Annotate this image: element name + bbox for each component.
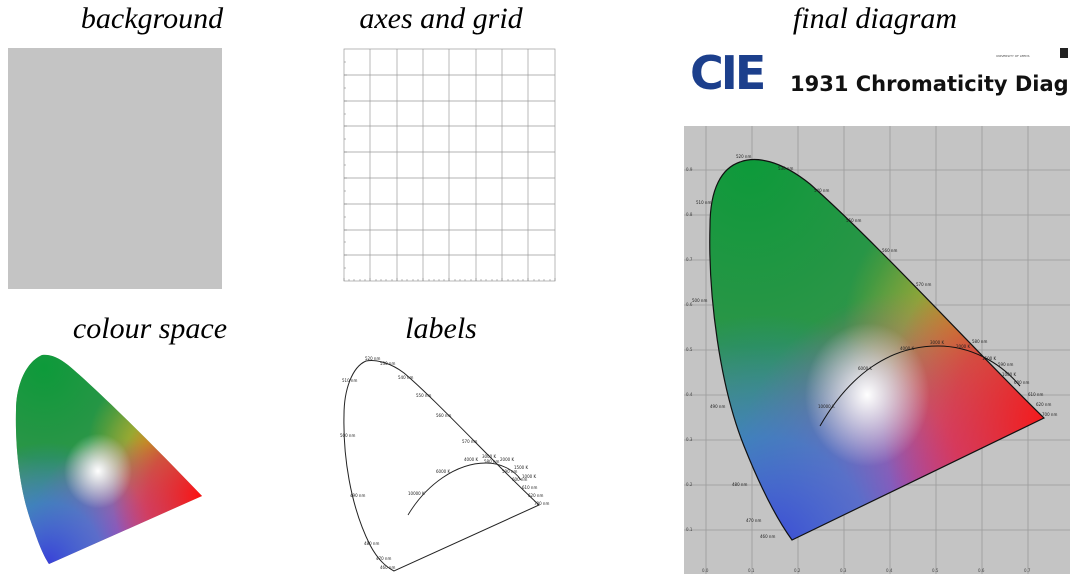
final-wl-590: 590 nm xyxy=(998,362,1013,367)
cct-label-1500: 1500 K xyxy=(514,465,528,470)
y-tick-2: 0.2 xyxy=(686,482,693,487)
axes-grid-panel xyxy=(336,44,560,292)
y-tick-4: 0.4 xyxy=(686,392,693,397)
wl-label-620: 620 nm xyxy=(528,493,543,498)
colour-space-gamut xyxy=(15,354,203,565)
y-tick-5: 0.5 xyxy=(686,347,693,352)
final-y-tick-labels: 0.1 0.2 0.3 0.4 0.5 0.6 0.7 0.8 0.9 xyxy=(686,167,693,532)
final-wl-620: 620 nm xyxy=(1036,402,1051,407)
wl-label-520: 520 nm xyxy=(365,356,380,361)
wl-label-480: 480 nm xyxy=(364,541,379,546)
final-locus-outline xyxy=(709,158,1046,541)
y-tick-7: 0.7 xyxy=(686,257,693,262)
final-wl-530: 530 nm xyxy=(778,166,793,171)
x-tick-6: 0.6 xyxy=(978,568,985,573)
wl-label-550: 550 nm xyxy=(416,393,431,398)
wl-label-580: 580 nm xyxy=(484,459,499,464)
final-wl-580: 580 nm xyxy=(972,339,987,344)
x-tick-3: 0.3 xyxy=(840,568,847,573)
final-diagram-panel: CIE 1931 Chromaticity Diagram UNIVERSITY… xyxy=(680,42,1070,574)
final-wl-550: 550 nm xyxy=(846,218,861,223)
cct-label-1000: 1000 K xyxy=(522,474,536,479)
final-wl-610: 610 nm xyxy=(1028,392,1043,397)
final-cct-1000: 1000 K xyxy=(1002,372,1016,377)
final-wl-470: 470 nm xyxy=(746,518,761,523)
wl-label-510: 510 nm xyxy=(342,378,357,383)
wl-label-460: 460 nm xyxy=(380,565,395,570)
final-wl-510: 510 nm xyxy=(696,200,711,205)
x-tick-2: 0.2 xyxy=(794,568,801,573)
wl-label-500: 500 nm xyxy=(340,433,355,438)
cct-label-2000: 2000 K xyxy=(500,457,514,462)
final-x-tick-labels: 0.0 0.1 0.2 0.3 0.4 0.5 0.6 0.7 xyxy=(702,568,1031,573)
final-wl-480: 480 nm xyxy=(732,482,747,487)
wavelength-label-group: 520 nm 530 nm 510 nm 540 nm 550 nm 560 n… xyxy=(340,356,549,570)
final-wl-540: 540 nm xyxy=(814,188,829,193)
final-wl-570: 570 nm xyxy=(916,282,931,287)
wl-label-540: 540 nm xyxy=(398,375,413,380)
final-cct-labels: 10000 K 6000 K 4000 K 3000 K 2000 K 1500… xyxy=(818,340,1016,409)
wl-label-470: 470 nm xyxy=(376,556,391,561)
caption-axes-and-grid: axes and grid xyxy=(359,2,523,35)
caption-labels: labels xyxy=(405,312,477,345)
wl-label-610: 610 nm xyxy=(522,485,537,490)
final-plot: 520 nm 530 nm 510 nm 540 nm 550 nm 560 n… xyxy=(684,126,1070,574)
caption-background: background xyxy=(80,2,224,35)
x-tick-5: 0.5 xyxy=(932,568,939,573)
final-wl-460: 460 nm xyxy=(760,534,775,539)
background-panel xyxy=(8,48,222,289)
final-cct-10000: 10000 K xyxy=(818,404,835,409)
x-tick-1: 0.1 xyxy=(748,568,755,573)
wl-label-590: 590 nm xyxy=(502,469,517,474)
y-tick-9: 0.9 xyxy=(686,167,693,172)
y-tick-8: 0.8 xyxy=(686,212,693,217)
final-wl-600: 600 nm xyxy=(1014,380,1029,385)
colour-space-panel xyxy=(8,350,208,570)
wl-label-600: 600 nm xyxy=(512,477,527,482)
final-cct-3000: 3000 K xyxy=(930,340,944,345)
cct-label-3000: 3000 K xyxy=(482,454,496,459)
final-cct-6000: 6000 K xyxy=(858,366,872,371)
wl-label-700: 700 nm xyxy=(534,501,549,506)
final-wl-520: 520 nm xyxy=(736,154,751,159)
y-tick-1: 0.1 xyxy=(686,527,693,532)
cct-label-6000: 6000 K xyxy=(436,469,450,474)
cie-logo: CIE xyxy=(690,46,766,100)
caption-colour-space: colour space xyxy=(72,312,228,345)
x-tick-0: 0.0 xyxy=(702,568,709,573)
y-tick-6: 0.6 xyxy=(686,302,693,307)
planckian-label-group: 10000 K 6000 K 4000 K 3000 K 2000 K 1500… xyxy=(408,454,536,496)
final-cct-1500: 1500 K xyxy=(982,356,996,361)
final-cct-2000: 2000 K xyxy=(956,344,970,349)
final-wl-500: 500 nm xyxy=(692,298,707,303)
minor-ticks xyxy=(343,61,556,281)
university-text: UNIVERSITY OF LEEDS xyxy=(996,54,1030,58)
diagram-title: 1931 Chromaticity Diagram xyxy=(790,72,1070,96)
wl-label-530: 530 nm xyxy=(380,361,395,366)
caption-final-diagram: final diagram xyxy=(792,2,958,35)
wl-label-560: 560 nm xyxy=(436,413,451,418)
x-tick-4: 0.4 xyxy=(886,568,893,573)
final-wavelength-labels: 520 nm 530 nm 510 nm 540 nm 550 nm 560 n… xyxy=(692,154,1057,539)
x-tick-7: 0.7 xyxy=(1024,568,1031,573)
final-wl-560: 560 nm xyxy=(882,248,897,253)
y-tick-3: 0.3 xyxy=(686,437,693,442)
wl-label-570: 570 nm xyxy=(462,439,477,444)
labels-panel: 520 nm 530 nm 510 nm 540 nm 550 nm 560 n… xyxy=(336,355,560,575)
final-wl-490: 490 nm xyxy=(710,404,725,409)
shield-icon xyxy=(1060,48,1068,58)
final-wl-700: 700 nm xyxy=(1042,412,1057,417)
planckian-locus xyxy=(407,462,522,516)
cct-label-10000: 10000 K xyxy=(408,491,425,496)
wl-label-490: 490 nm xyxy=(350,493,365,498)
final-cct-4000: 4000 K xyxy=(900,346,914,351)
grid-lines xyxy=(343,48,556,282)
cct-label-4000: 4000 K xyxy=(464,457,478,462)
final-planckian-locus xyxy=(819,345,1021,427)
spectral-locus-outline xyxy=(343,360,540,572)
